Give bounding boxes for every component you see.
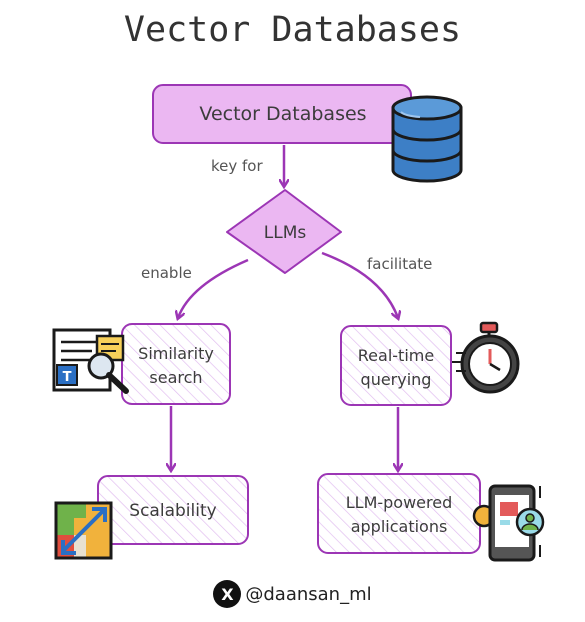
node-llms-label: LLMs: [264, 223, 307, 243]
database-icon: [391, 95, 463, 183]
node-scalability: Scalability: [97, 475, 249, 545]
node-similarity-line2: search: [149, 368, 202, 387]
node-similarity-line1: Similarity: [138, 344, 214, 363]
node-vector-databases-label: Vector Databases: [199, 103, 366, 125]
stopwatch-icon: [452, 321, 520, 394]
author-handle: @daansan_ml: [245, 583, 372, 605]
edge-label-enable: enable: [141, 264, 192, 282]
node-realtime-line2: querying: [361, 370, 432, 389]
node-similarity-search: Similarity search: [121, 323, 231, 405]
node-apps-line1: LLM-powered: [346, 493, 453, 512]
node-vector-databases: Vector Databases: [152, 84, 412, 144]
svg-text:T: T: [63, 370, 72, 385]
document-search-icon: T: [52, 328, 129, 394]
node-real-time-querying: Real-time querying: [340, 325, 452, 406]
footer: X @daansan_ml: [0, 580, 585, 608]
node-apps-line2: applications: [351, 517, 448, 536]
scale-chart-icon: [54, 501, 113, 560]
arrow-facilitate: [321, 251, 398, 318]
edge-label-key-for: key for: [211, 157, 263, 175]
arrow-enable: [178, 258, 249, 318]
edge-label-facilitate: facilitate: [367, 255, 432, 273]
node-llm-powered-applications: LLM-powered applications: [317, 473, 481, 554]
smartphone-settings-icon: [472, 484, 545, 562]
node-llms: LLMs: [226, 189, 342, 274]
node-scalability-label: Scalability: [129, 501, 216, 521]
x-logo-icon: X: [213, 580, 242, 608]
node-realtime-line1: Real-time: [358, 346, 434, 365]
page-title: Vector Databases: [123, 10, 462, 50]
